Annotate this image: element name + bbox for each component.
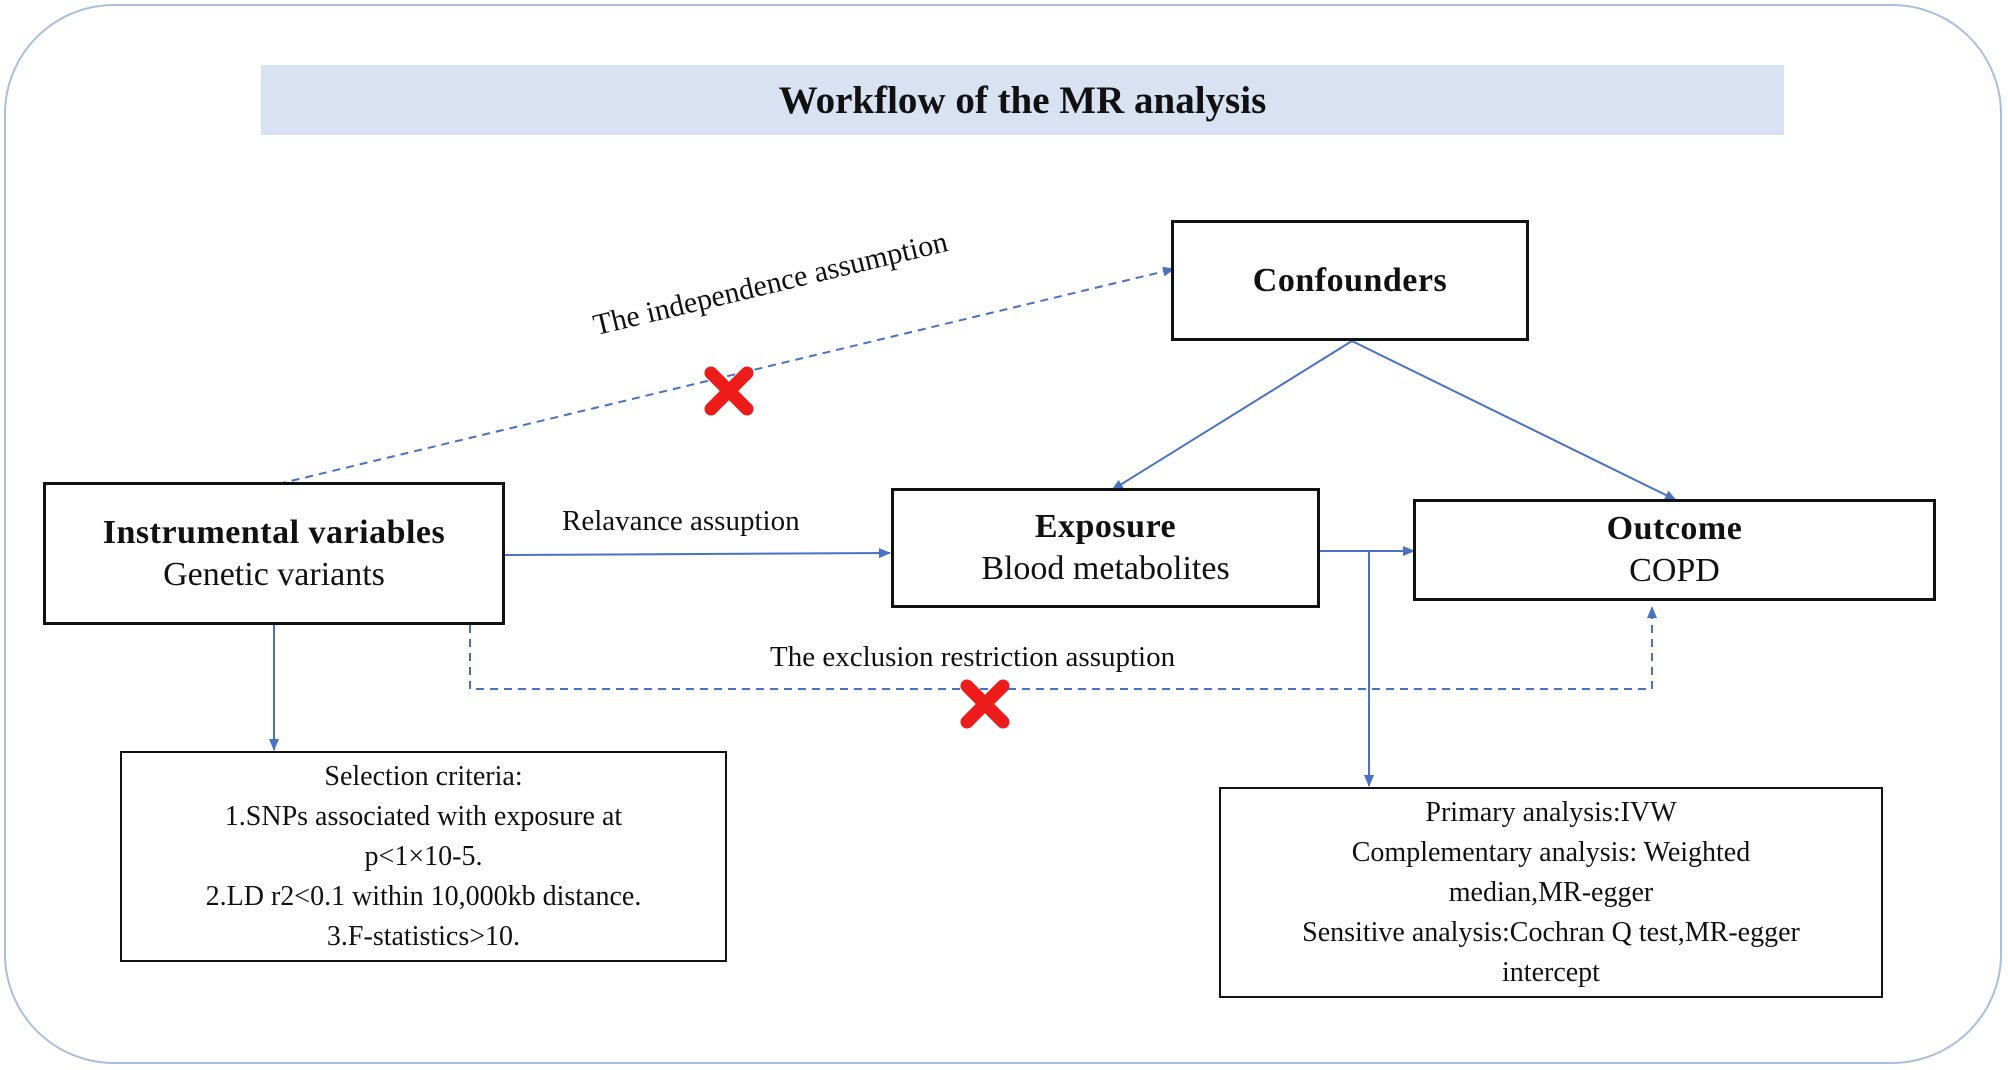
- selection-line: 1.SNPs associated with exposure at: [224, 800, 623, 832]
- exclusion-label: The exclusion restriction assuption: [770, 641, 1176, 673]
- instrumental-subtitle: Genetic variants: [163, 555, 385, 593]
- confounders-node: Confounders: [1171, 220, 1529, 341]
- confounders-title: Confounders: [1252, 261, 1448, 299]
- relevance-edge: [504, 548, 891, 559]
- page-title: Workflow of the MR analysis: [778, 78, 1267, 122]
- analysis-line: Sensitive analysis:Cochran Q test,MR-egg…: [1302, 916, 1800, 948]
- exposure-title: Exposure: [1034, 508, 1177, 545]
- selection-line: 3.F-statistics>10.: [326, 920, 521, 952]
- outcome-node: Outcome COPD: [1413, 499, 1936, 601]
- selection-line: 2.LD r2<0.1 within 10,000kb distance.: [205, 880, 642, 912]
- confounders-exposure-edge: [1111, 340, 1353, 491]
- analysis-line: intercept: [1502, 956, 1600, 988]
- exposure-node: Exposure Blood metabolites: [891, 488, 1320, 608]
- exposure-subtitle: Blood metabolites: [981, 550, 1230, 587]
- analysis-line: median,MR-egger: [1448, 876, 1654, 908]
- selection-line: p<1×10-5.: [364, 840, 483, 872]
- selection-line: Selection criteria:: [324, 760, 523, 792]
- outcome-title: Outcome: [1606, 510, 1743, 547]
- relevance-label: Relavance assuption: [562, 505, 800, 537]
- instrumental-title: Instrumental variables: [102, 513, 446, 551]
- exclusion-edge: [469, 606, 1657, 690]
- selection-criteria-box: Selection criteria: 1.SNPs associated wi…: [120, 751, 727, 962]
- analysis-line: Primary analysis:IVW: [1425, 796, 1677, 828]
- outcome-subtitle: COPD: [1629, 552, 1720, 589]
- analysis-methods-box: Primary analysis:IVW Complementary analy…: [1219, 787, 1883, 998]
- cross-mark-icon: [960, 679, 1010, 729]
- instrumental-variables-node: Instrumental variables Genetic variants: [43, 482, 505, 625]
- analysis-line: Complementary analysis: Weighted: [1351, 836, 1751, 868]
- cross-mark-icon: [704, 366, 754, 416]
- confounders-outcome-edge: [1351, 340, 1677, 501]
- diagram-frame: [4, 4, 2002, 1064]
- title-banner: Workflow of the MR analysis: [261, 65, 1784, 135]
